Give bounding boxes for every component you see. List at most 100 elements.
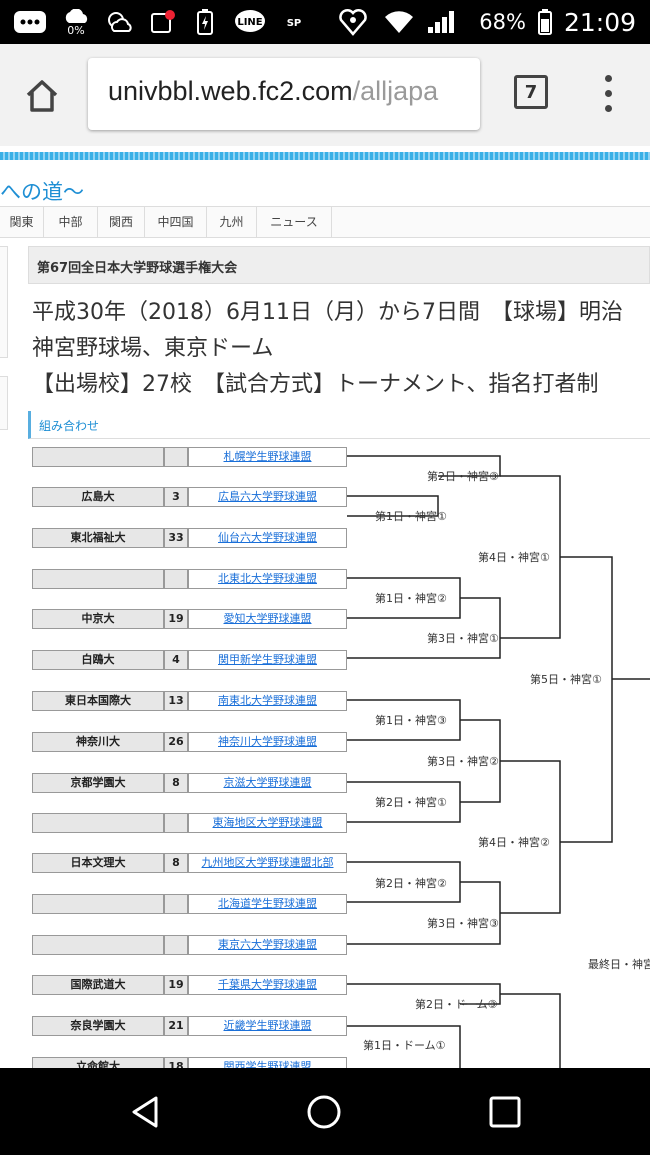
score: 33 xyxy=(164,528,188,548)
round-label: 第1日・神宮① xyxy=(375,510,447,523)
school-name xyxy=(32,935,164,955)
league-link[interactable]: 関西学生野球連盟 xyxy=(188,1057,347,1068)
recents-icon[interactable] xyxy=(488,1095,522,1129)
info-line: 神宮野球場、東京ドーム xyxy=(32,336,274,361)
tab-count: 7 xyxy=(524,81,538,103)
round-label: 第3日・神宮② xyxy=(427,755,499,768)
weather-icon: 0% xyxy=(58,8,94,36)
battery-icon xyxy=(537,9,552,35)
nav-kanto[interactable]: 関東 xyxy=(0,207,44,237)
score xyxy=(164,935,188,955)
site-nav: 関東 中部 関西 中四国 九州 ニュース xyxy=(0,206,650,238)
score xyxy=(164,447,188,467)
menu-dot-icon xyxy=(605,105,612,112)
nav-chubu[interactable]: 中部 xyxy=(44,207,98,237)
score: 3 xyxy=(164,487,188,507)
notification-icon xyxy=(148,8,178,36)
league-link[interactable]: 京滋大学野球連盟 xyxy=(188,773,347,793)
system-navigation-bar xyxy=(0,1068,650,1155)
league-link[interactable]: 関甲新学生野球連盟 xyxy=(188,650,347,670)
league-link[interactable]: 北海道学生野球連盟 xyxy=(188,894,347,914)
round-label: 第2日・ドーム③ xyxy=(415,998,498,1011)
bracket-heading-label: 組み合わせ xyxy=(39,419,100,433)
bracket-line xyxy=(560,556,613,843)
league-link[interactable]: 東京六大学野球連盟 xyxy=(188,935,347,955)
tab-switcher-button[interactable]: 7 xyxy=(514,75,548,109)
round-label: 第2日・神宮① xyxy=(375,796,447,809)
bracket-line xyxy=(347,881,501,945)
svg-text:SP: SP xyxy=(287,18,302,29)
school-name: 立命館大 xyxy=(32,1057,164,1068)
browser-toolbar: univbbl.web.fc2.com/alljapa 7 xyxy=(0,44,650,146)
league-link[interactable]: 南東北大学野球連盟 xyxy=(188,691,347,711)
app-icon xyxy=(336,8,370,36)
more-icon xyxy=(12,8,48,36)
league-link[interactable]: 北東北大学野球連盟 xyxy=(188,569,347,589)
school-name: 国際武道大 xyxy=(32,975,164,995)
bracket-heading: 組み合わせ xyxy=(28,411,650,439)
back-icon[interactable] xyxy=(128,1094,164,1130)
score: 4 xyxy=(164,650,188,670)
round-label: 第3日・神宮③ xyxy=(427,917,499,930)
league-link[interactable]: 神奈川大学野球連盟 xyxy=(188,732,347,752)
clock: 21:09 xyxy=(563,7,636,37)
browser-menu-button[interactable] xyxy=(598,73,618,113)
score: 13 xyxy=(164,691,188,711)
battery-saver-icon xyxy=(192,8,218,36)
league-link[interactable]: 九州地区大学野球連盟北部 xyxy=(188,853,347,873)
round-label: 第2日・神宮③ xyxy=(427,470,499,483)
score: 21 xyxy=(164,1016,188,1036)
battery-percent: 68% xyxy=(479,10,526,34)
league-link[interactable]: 近畿学生野球連盟 xyxy=(188,1016,347,1036)
round-label: 最終日・神宮 xyxy=(588,958,650,971)
sidebar-edge xyxy=(0,376,8,430)
school-name xyxy=(32,569,164,589)
round-label: 第2日・神宮② xyxy=(375,877,447,890)
site-title[interactable]: への道～ xyxy=(0,180,84,204)
nav-kansai[interactable]: 関西 xyxy=(98,207,145,237)
status-right: 68% 21:09 xyxy=(479,0,636,44)
league-link[interactable]: 仙台六大学野球連盟 xyxy=(188,528,347,548)
menu-dot-icon xyxy=(605,90,612,97)
nav-chushikoku[interactable]: 中四国 xyxy=(145,207,207,237)
score: 19 xyxy=(164,609,188,629)
address-bar[interactable]: univbbl.web.fc2.com/alljapa xyxy=(88,58,480,130)
info-line: 平成30年（2018）6月11日（月）から7日間 【球場】明治 xyxy=(32,300,623,325)
school-name xyxy=(32,813,164,833)
round-label: 第1日・神宮② xyxy=(375,592,447,605)
score xyxy=(164,894,188,914)
url-path: /alljapa xyxy=(352,76,439,106)
score: 26 xyxy=(164,732,188,752)
school-name: 奈良学園大 xyxy=(32,1016,164,1036)
score: 19 xyxy=(164,975,188,995)
data-usage: 0% xyxy=(67,23,85,37)
bracket-lines xyxy=(347,455,650,1068)
school-name: 東北福祉大 xyxy=(32,528,164,548)
home-button[interactable] xyxy=(20,74,64,118)
header-band xyxy=(0,152,650,160)
nav-kyushu[interactable]: 九州 xyxy=(207,207,257,237)
cloud-sun-icon xyxy=(102,8,136,36)
svg-text:LINE: LINE xyxy=(237,17,262,28)
league-link[interactable]: 愛知大学野球連盟 xyxy=(188,609,347,629)
school-name: 東日本国際大 xyxy=(32,691,164,711)
round-label: 第3日・神宮① xyxy=(427,632,499,645)
sports-app-icon: SP xyxy=(276,8,312,36)
tournament-heading: 第67回全日本大学野球選手権大会 xyxy=(28,246,650,284)
league-link[interactable]: 東海地区大学野球連盟 xyxy=(188,813,347,833)
wifi-icon xyxy=(382,8,416,36)
sidebar-edge xyxy=(0,246,8,358)
league-link[interactable]: 広島六大学野球連盟 xyxy=(188,487,347,507)
bracket-line xyxy=(347,597,501,659)
nav-news[interactable]: ニュース xyxy=(257,207,332,237)
school-name: 神奈川大 xyxy=(32,732,164,752)
score: 8 xyxy=(164,853,188,873)
league-link[interactable]: 札幌学生野球連盟 xyxy=(188,447,347,467)
score xyxy=(164,569,188,589)
round-label: 第1日・ドーム① xyxy=(363,1039,446,1052)
school-name: 白鴎大 xyxy=(32,650,164,670)
score: 8 xyxy=(164,773,188,793)
home-nav-icon[interactable] xyxy=(306,1094,342,1130)
round-label: 第4日・神宮② xyxy=(478,836,550,849)
league-link[interactable]: 千葉県大学野球連盟 xyxy=(188,975,347,995)
